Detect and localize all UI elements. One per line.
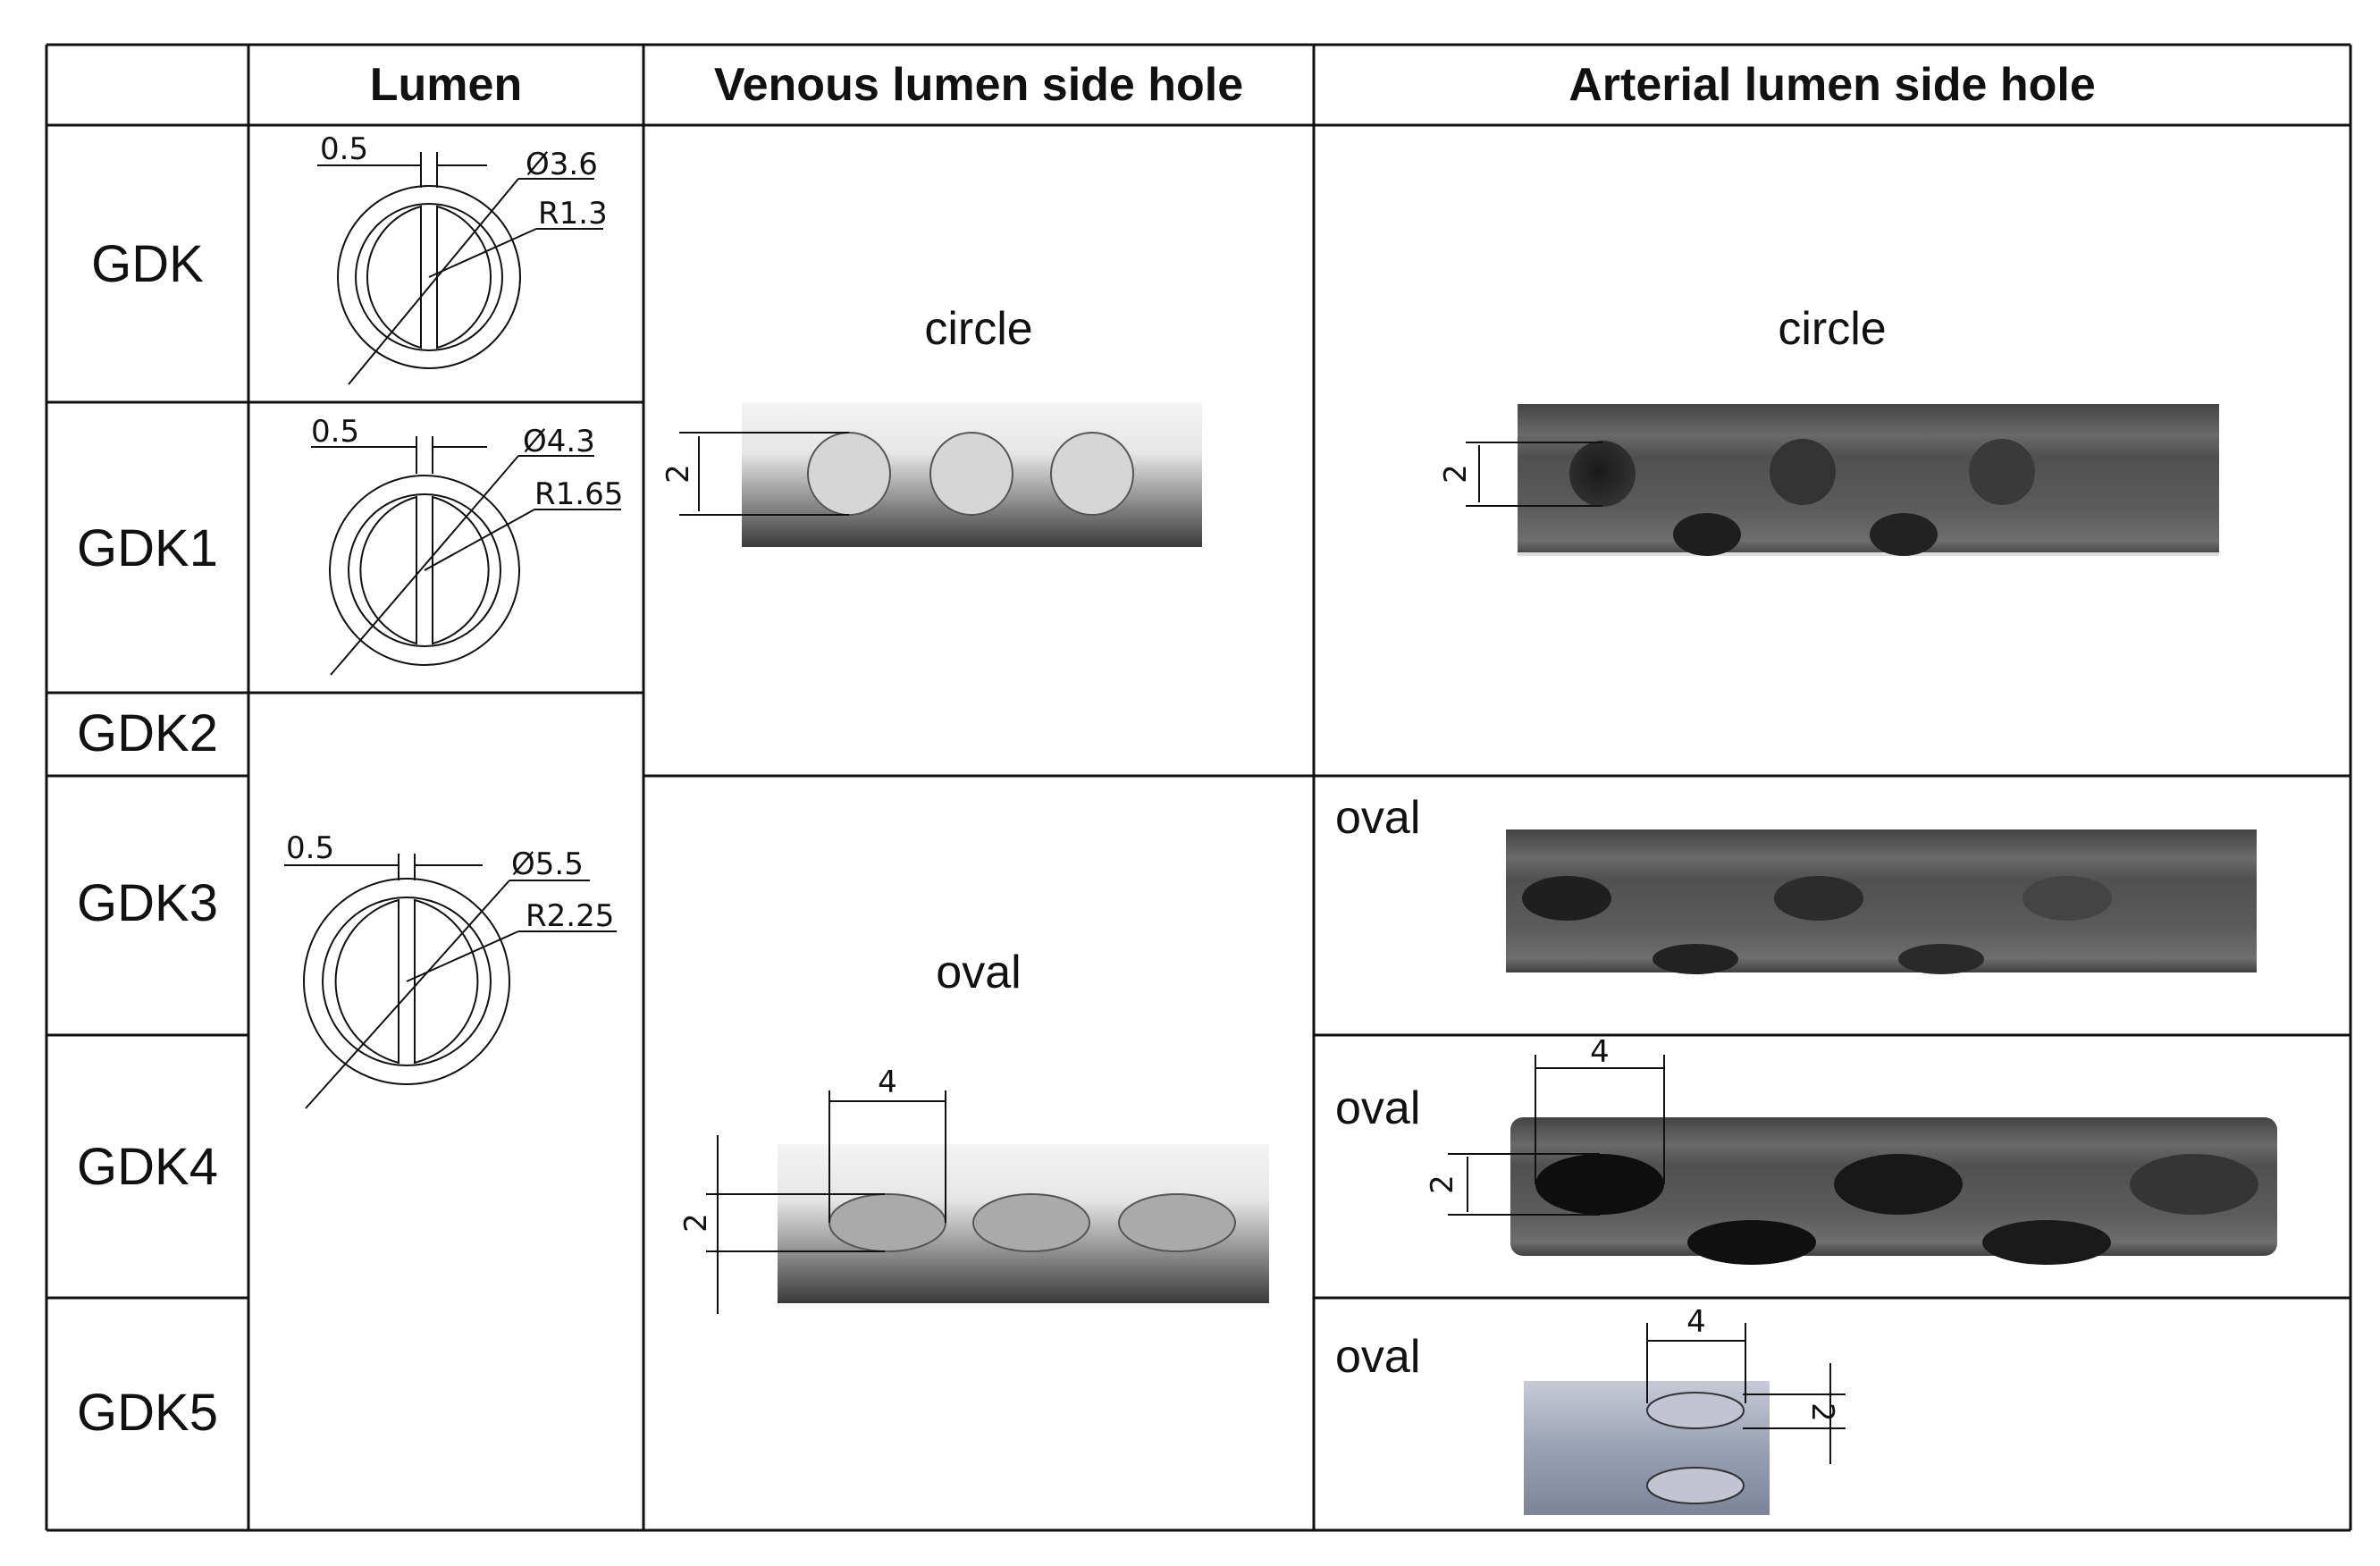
venous-top-dim: 2 [660, 464, 696, 484]
lumen-drawing-gdk: 0.5 Ø3.6 R1.3 [317, 131, 608, 385]
header-venous: Venous lumen side hole [714, 59, 1243, 111]
venous-bottom-shape-label: oval [936, 947, 1021, 998]
arterial-gdk5-panel: oval 4 2 [1335, 1304, 1846, 1515]
arterial-circle-panel: circle 2 [1438, 303, 2219, 556]
arterial-gdk4-width-dim: 4 [1590, 1034, 1610, 1070]
arterial-gdk5-height-dim: 2 [1804, 1402, 1840, 1422]
arterial-gdk3-shape-label: oval [1335, 792, 1420, 844]
row-label-gdk2: GDK2 [77, 704, 218, 762]
row-label-gdk3: GDK3 [77, 874, 218, 932]
lumen3-gap-dim: 0.5 [286, 830, 334, 866]
arterial-top-dim: 2 [1438, 464, 1474, 484]
lumen1-radius-dim: R1.3 [538, 196, 608, 232]
row-label-gdk4: GDK4 [77, 1138, 218, 1196]
table-grid [45, 43, 2352, 1532]
row-label-gdk: GDK [91, 235, 204, 293]
lumen-drawing-gdk1: 0.5 Ø4.3 R1.65 [311, 414, 623, 676]
arterial-gdk3-panel: oval [1335, 792, 2257, 974]
venous-oval-panel: oval 4 2 [678, 947, 1269, 1314]
arterial-gdk4-shape-label: oval [1335, 1082, 1420, 1134]
row-label-gdk5: GDK5 [77, 1384, 218, 1442]
venous-bottom-height-dim: 2 [678, 1213, 714, 1233]
arterial-top-shape-label: circle [1778, 303, 1886, 355]
lumen3-radius-dim: R2.25 [526, 898, 614, 934]
header-arterial: Arterial lumen side hole [1568, 59, 2096, 111]
arterial-gdk5-width-dim: 4 [1686, 1304, 1706, 1340]
venous-bottom-width-dim: 4 [878, 1065, 897, 1100]
arterial-gdk4-panel: oval 4 2 [1335, 1034, 2277, 1265]
arterial-gdk5-shape-label: oval [1335, 1331, 1420, 1383]
lumen2-radius-dim: R1.65 [534, 476, 623, 512]
lumen3-diameter-dim: Ø5.5 [511, 846, 584, 882]
header-lumen: Lumen [370, 59, 522, 111]
lumen-drawing-gdk2-5: 0.5 Ø5.5 R2.25 [284, 830, 617, 1109]
lumen1-diameter-dim: Ø3.6 [526, 147, 598, 182]
venous-top-shape-label: circle [924, 303, 1032, 355]
lumen1-gap-dim: 0.5 [320, 131, 368, 167]
lumen2-diameter-dim: Ø4.3 [523, 424, 595, 459]
venous-circle-panel: circle 2 [660, 303, 1202, 547]
lumen2-gap-dim: 0.5 [311, 414, 359, 450]
arterial-gdk4-height-dim: 2 [1425, 1174, 1460, 1194]
row-label-gdk1: GDK1 [77, 519, 218, 577]
